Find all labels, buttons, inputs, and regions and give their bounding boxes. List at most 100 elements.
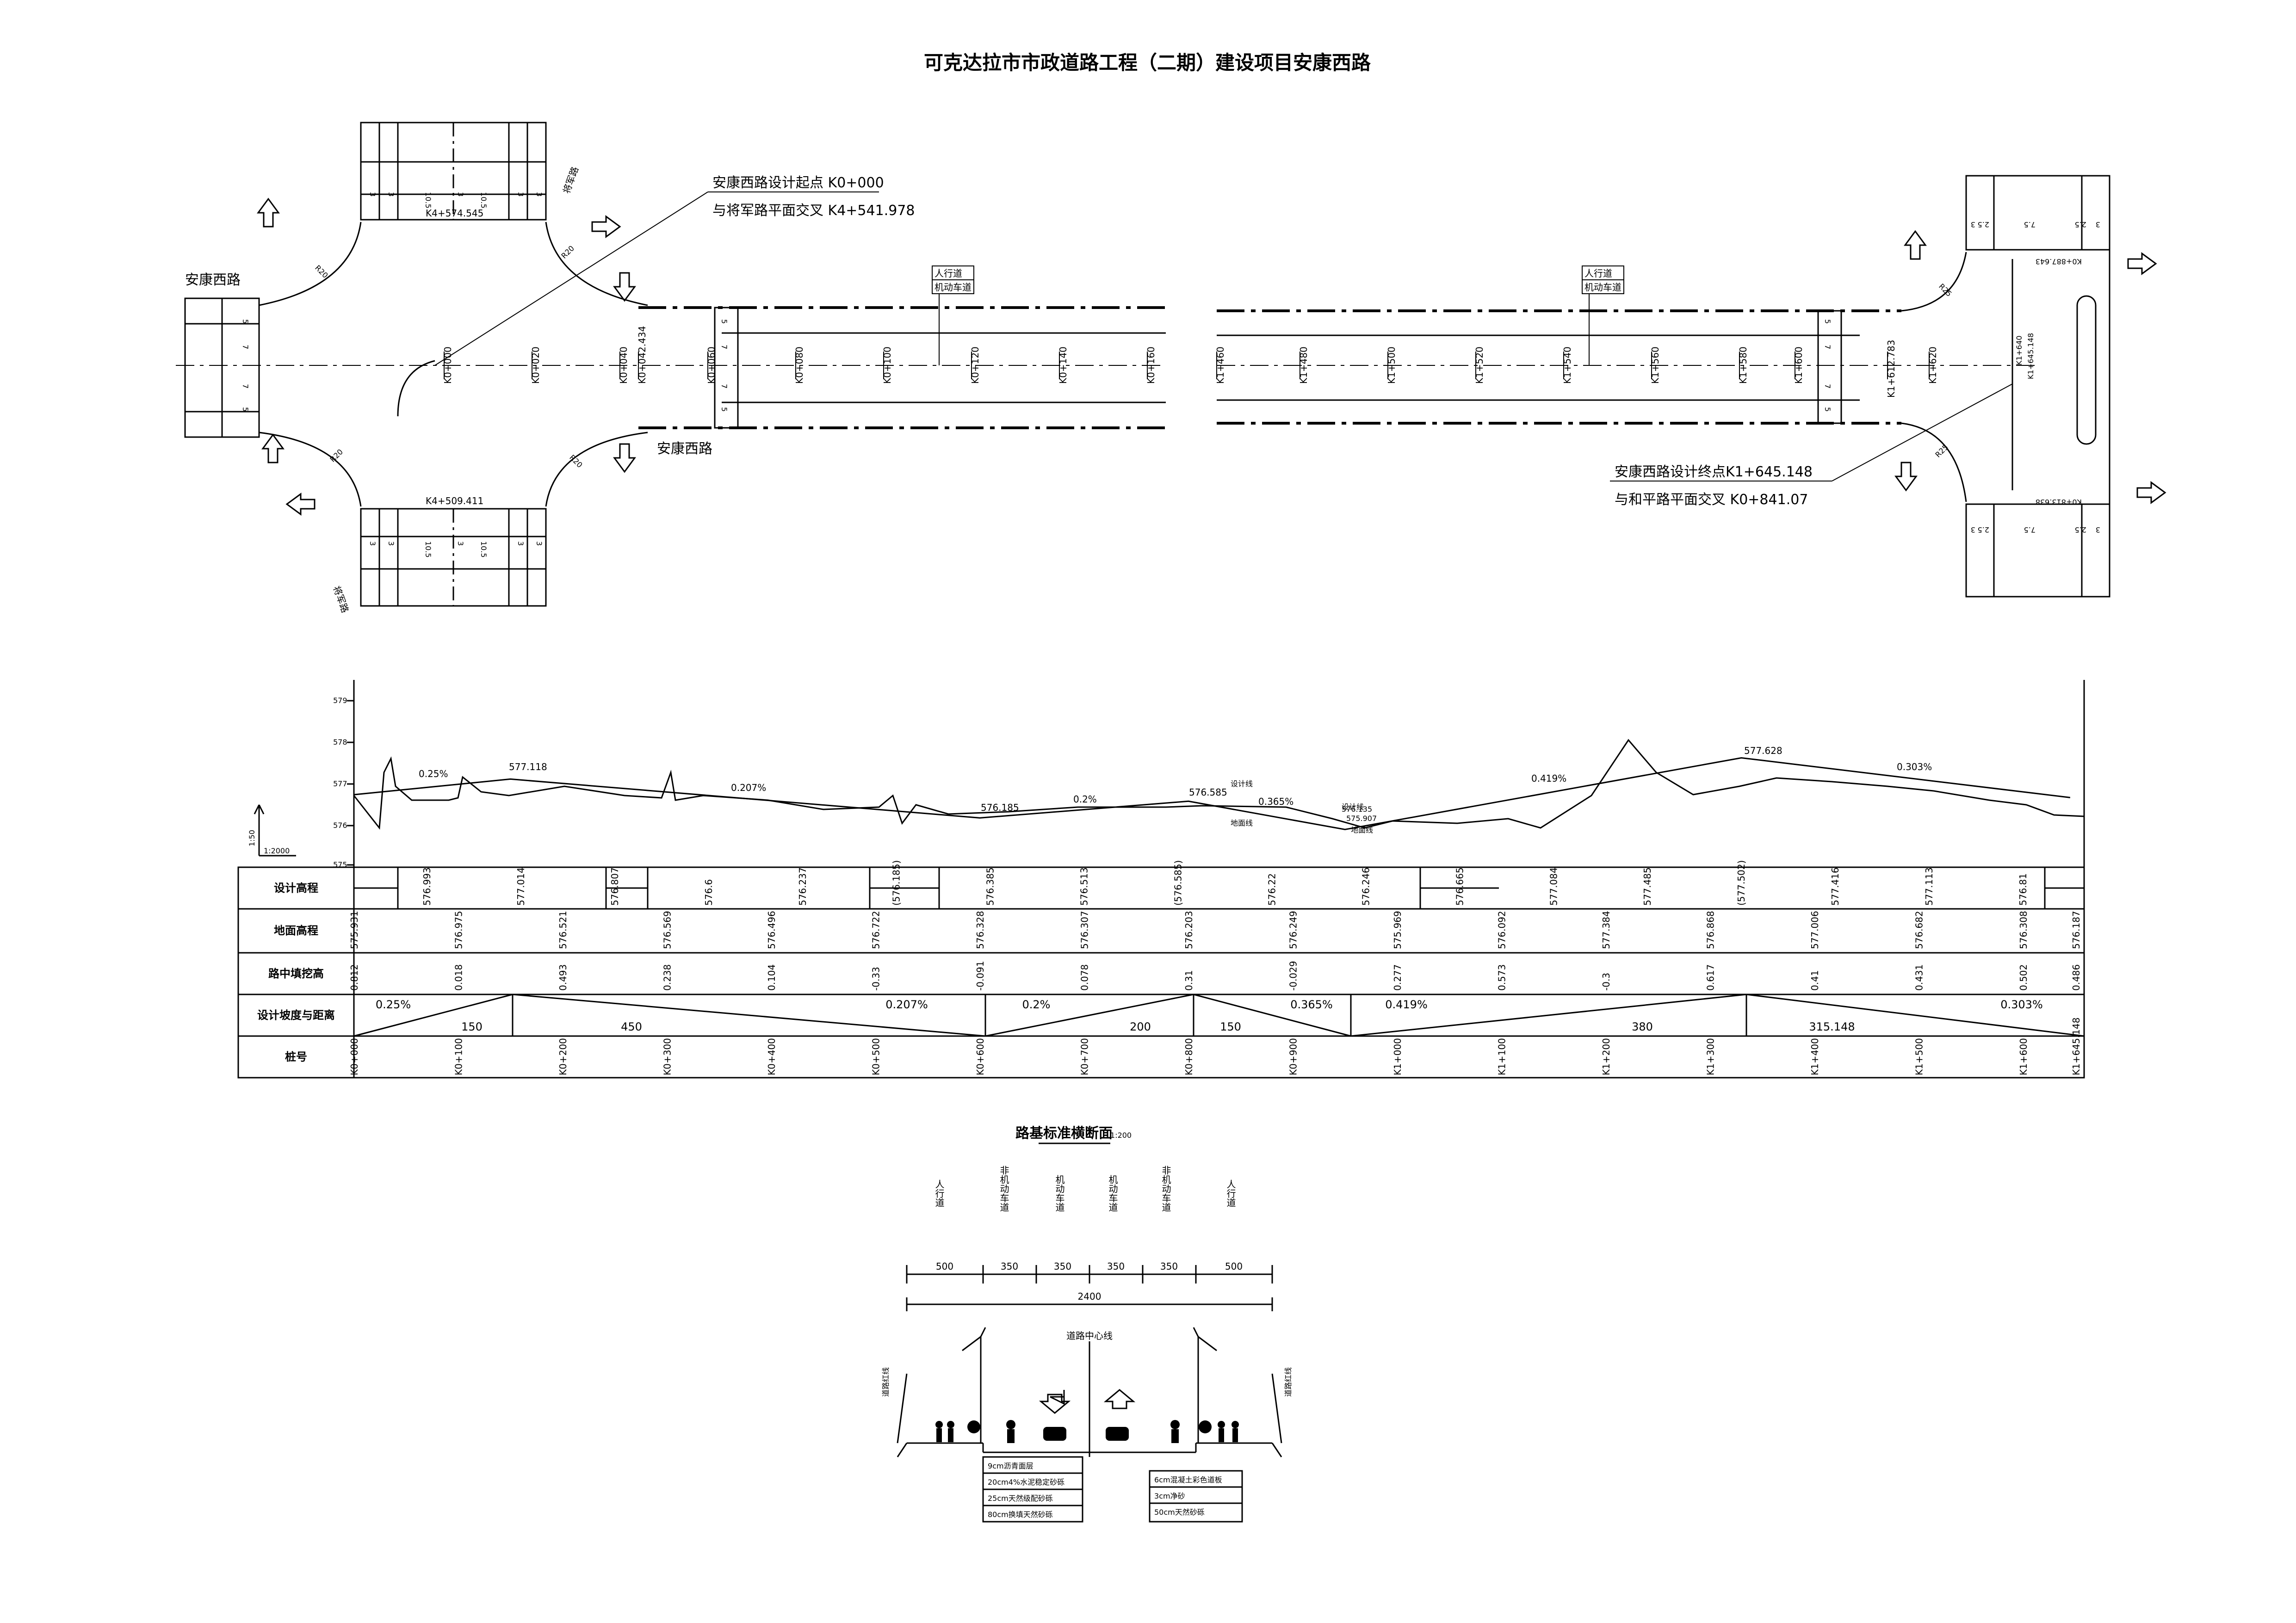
pave-left: 25cm天然级配砂砾 [988, 1494, 1053, 1503]
table-ground-elev: 576.521 [557, 911, 569, 949]
slope-grade: 0.207% [885, 998, 928, 1011]
station-label: K1+612.783 [1886, 340, 1897, 398]
ground-line [353, 739, 2085, 830]
station-label: K1+645.148 [2026, 333, 2035, 379]
table-station: K0+100 [453, 1038, 464, 1075]
lane-label-right-1: 人行道 [1584, 268, 1612, 279]
grade-annotation: 0.25% [419, 768, 448, 779]
table-design-elev: 576.385 [985, 867, 996, 906]
table-design-elev: 576.246 [1360, 867, 1371, 906]
lane-dim: 3 [535, 192, 544, 197]
design-grade-line [353, 757, 2070, 830]
legend-design: 设计线 [1342, 802, 1364, 811]
station-label: K0+160 [1145, 346, 1157, 384]
elev-annotation: 575.907 [1346, 814, 1377, 823]
table-fill-cut: 0.277 [1392, 964, 1403, 991]
right-dim: 3 [2096, 220, 2100, 229]
drawing-title: 可克达拉市市政道路工程（二期）建设项目安康西路 [924, 51, 1371, 74]
table-station: K1+200 [1601, 1038, 1612, 1075]
slope-length: 315.148 [1809, 1020, 1855, 1033]
station-label: K1+580 [1738, 346, 1749, 384]
table-design-elev: 576.22 [1266, 873, 1277, 906]
dim-value: 350 [1001, 1261, 1018, 1272]
grade-annotation: 0.365% [1258, 796, 1293, 807]
dim-total: 2400 [1078, 1291, 1102, 1302]
elev-annotation: 577.628 [1744, 745, 1782, 756]
lane-dim: 3 [456, 192, 465, 197]
red-line-left: 道路红线 [881, 1367, 890, 1397]
left-bottom-crosswalk [360, 508, 547, 607]
width-mark: 5 [1823, 319, 1832, 324]
pave-right: 3cm净砂 [1154, 1492, 1185, 1500]
table-station: K0+900 [1288, 1038, 1299, 1075]
station-label: K0+120 [970, 346, 981, 384]
slope-length: 150 [1220, 1020, 1241, 1033]
table-design-elev: 576.665 [1454, 867, 1465, 906]
direction-arrows [257, 197, 2166, 516]
table-station: K0+500 [871, 1038, 882, 1075]
elev-tick: 577 [333, 779, 347, 788]
width-mark: 5 [241, 319, 250, 324]
lane-dim: 3 [387, 541, 396, 546]
table-fill-cut: 0.486 [2071, 964, 2082, 991]
table-fill-cut: 0.078 [1079, 964, 1090, 991]
table-design-elev: 576.237 [797, 867, 808, 906]
station-label: K1+460 [1215, 346, 1226, 384]
station-label: K1+640 [2015, 335, 2024, 365]
row-label: 路中填挖高 [268, 967, 324, 980]
width-mark: 5 [241, 407, 250, 412]
station-label: K1+500 [1386, 346, 1397, 384]
right-dim: 2.5 [1978, 220, 1989, 229]
station-label: K0+140 [1058, 346, 1069, 384]
table-fill-cut: 0.573 [1497, 964, 1508, 991]
table-fill-cut: 0.431 [1914, 964, 1925, 991]
right-dim: 3 [1971, 220, 1975, 229]
table-ground-elev: 577.384 [1601, 911, 1612, 949]
table-design-elev: 576.81 [2018, 873, 2029, 906]
end-note-line1: 安康西路设计终点K1+645.148 [1615, 464, 1813, 480]
lane-dim: 3 [516, 192, 525, 197]
table-ground-elev: 576.496 [766, 911, 777, 949]
row-label: 地面高程 [274, 924, 318, 937]
cross-station-3: K0+887.643 [2036, 257, 2082, 266]
legend-ground: 地面线 [1351, 826, 1373, 834]
dim-value: 350 [1054, 1261, 1071, 1272]
table-ground-elev: 576.249 [1288, 911, 1299, 949]
right-dims-bottom: 3 2.5 7.5 2.5 3 [1971, 525, 2100, 534]
start-note-line1: 安康西路设计起点 K0+000 [712, 175, 884, 191]
width-mark: 5 [1823, 407, 1832, 412]
table-station: K1+100 [1497, 1038, 1508, 1075]
elev-tick: 579 [333, 696, 347, 705]
table-design-elev: 576.807 [609, 867, 620, 906]
station-label: K0+100 [882, 346, 893, 384]
table-ground-elev: 576.307 [1079, 911, 1090, 949]
table-ground-elev: 576.722 [871, 911, 882, 949]
scale-horizontal: 1:2000 [264, 846, 290, 855]
table-station: K0+300 [662, 1038, 673, 1075]
row-label: 设计坡度与距离 [257, 1009, 335, 1022]
table-station: K1+645.148 [2071, 1018, 2082, 1075]
table-ground-elev: 575.931 [349, 911, 360, 949]
width-mark: 7 [720, 345, 729, 349]
plan-text: 安康西路 安康西路 将军路 将军路 安康西路设计起点 K0+000 与将军路平面… [185, 165, 2100, 614]
table-design-elev: 577.014 [515, 867, 526, 906]
table-ground-elev: 577.006 [1809, 911, 1820, 949]
dim-value: 350 [1160, 1261, 1178, 1272]
table-fill-cut: -0.33 [871, 967, 882, 991]
width-marks-west: 5 7 7 5 [241, 319, 250, 412]
table-design-elev: 577.416 [1830, 867, 1841, 906]
slope-length: 150 [461, 1020, 483, 1033]
lane-label-right-2: 机动车道 [1584, 282, 1621, 293]
lane-dim: 10.5 [479, 192, 488, 209]
table-fill-cut: 0.502 [2018, 964, 2029, 991]
table-fill-cut: 0.617 [1705, 964, 1716, 991]
table-fill-cut: -0.3 [1601, 973, 1612, 991]
lane-label-left-2: 机动车道 [934, 282, 972, 293]
lane-dims-top: 3 3 10.5 3 10.5 3 3 [368, 192, 544, 209]
pave-left: 20cm4%水泥稳定砂砾 [988, 1478, 1064, 1487]
station-label: K1+620 [1927, 346, 1938, 384]
lane-dim: 3 [456, 541, 465, 546]
table-fill-cut: 0.493 [557, 964, 569, 991]
elev-tick: 576 [333, 821, 347, 830]
pave-left: 9cm沥青面层 [988, 1462, 1034, 1470]
